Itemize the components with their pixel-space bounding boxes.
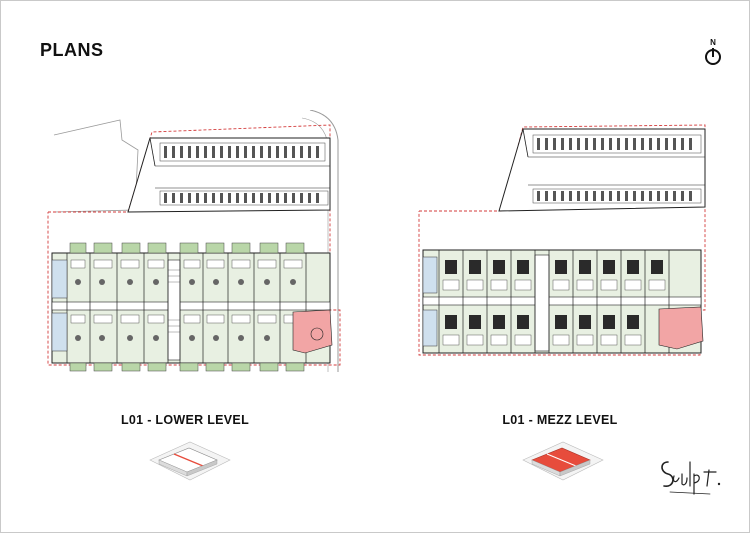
mezz-level-floor-plan xyxy=(418,124,706,356)
north-label: N xyxy=(710,38,716,47)
page-title: PLANS xyxy=(40,40,104,60)
mezz-level-label: L01 - MEZZ LEVEL xyxy=(502,413,618,427)
sculpt-signature-logo xyxy=(661,461,721,495)
lower-level-floor-plan xyxy=(47,110,341,372)
lower-level-key-plan xyxy=(149,441,231,481)
lower-level-label: L01 - LOWER LEVEL xyxy=(120,413,250,427)
mezz-level-key-plan xyxy=(522,441,604,481)
north-arrow: N xyxy=(701,38,725,68)
north-arrow-icon xyxy=(705,48,721,65)
